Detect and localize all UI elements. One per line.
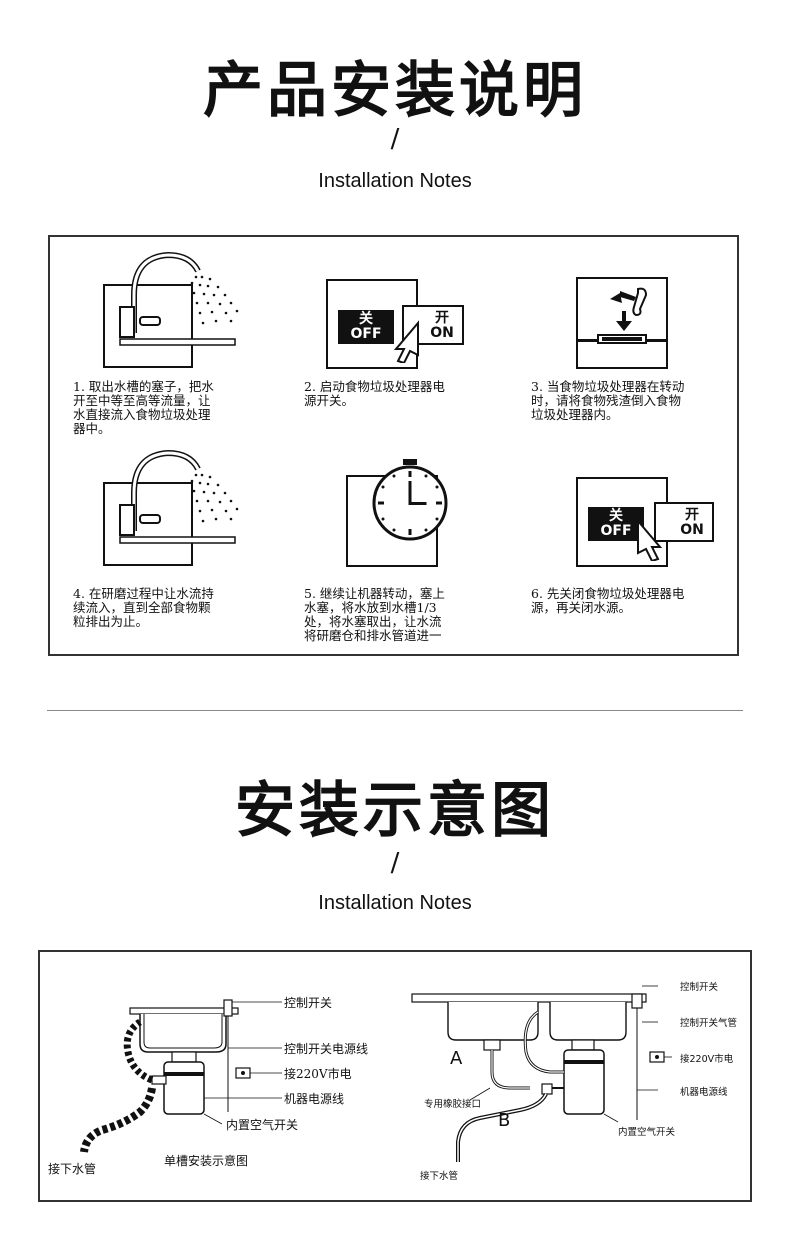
right-air-tube-label: 控制开关气管 xyxy=(680,1018,738,1029)
food-waste-icon xyxy=(576,287,668,344)
faucet-water-icon xyxy=(119,251,239,346)
hand-cursor-icon xyxy=(393,320,419,363)
marker-b: B xyxy=(498,1110,511,1131)
section-title: 安装示意图 xyxy=(235,776,555,846)
double-sink-diagram xyxy=(411,985,672,1162)
step-6-text: 6. 先关闭食物垃圾处理器电 源，再关闭水源。 xyxy=(531,586,685,615)
left-machine-power-label: 机器电源线 xyxy=(284,1092,345,1106)
section-divider xyxy=(47,710,743,711)
installation-diagram-panel: 控制开关 控制开关电源线 接220V市电 机器电源线 内置空气开关 接下水管 单… xyxy=(38,950,752,1202)
left-mains-label: 接220V市电 xyxy=(284,1067,352,1081)
single-sink-diagram xyxy=(80,999,282,1153)
clock-icon xyxy=(372,459,448,541)
title-slash: / xyxy=(390,124,400,154)
step-5-text: 5. 继续让机器转动，塞上 水塞，将水放到水槽1/3 处，将水塞取出，让水流 将… xyxy=(304,586,445,643)
left-switch-label: 控制开关 xyxy=(284,996,333,1010)
right-machine-power-label: 机器电源线 xyxy=(680,1087,728,1098)
section-slash: / xyxy=(390,848,400,878)
page-subtitle: Installation Notes xyxy=(318,170,472,192)
step1-icon-frame xyxy=(103,284,193,368)
faucet-water-icon-2 xyxy=(119,449,239,544)
hand-cursor-icon-2 xyxy=(637,518,663,561)
step-4-text: 4. 在研磨过程中让水流持 续流入，直到全部食物颗 粒排出为止。 xyxy=(73,586,214,629)
left-diagram-caption: 单槽安装示意图 xyxy=(164,1154,249,1168)
section-subtitle: Installation Notes xyxy=(318,892,472,914)
right-air-switch-label: 内置空气开关 xyxy=(618,1127,676,1138)
left-air-switch-label: 内置空气开关 xyxy=(226,1118,299,1132)
right-mains-label: 接220V市电 xyxy=(680,1054,734,1065)
left-switch-power-label: 控制开关电源线 xyxy=(284,1042,369,1056)
step-2-text: 2. 启动食物垃圾处理器电 源开关。 xyxy=(304,379,445,408)
step-3-text: 3. 当食物垃圾处理器在转动 时，请将食物残渣倒入食物 垃圾处理器内。 xyxy=(531,379,685,422)
step-1-text: 1. 取出水槽的塞子，把水 开至中等至高等流量，让 水直接流入食物垃圾处理 器中… xyxy=(73,379,214,436)
marker-a: A xyxy=(450,1048,463,1069)
page-title: 产品安装说明 xyxy=(203,56,587,126)
left-drain-label: 接下水管 xyxy=(48,1162,97,1176)
right-drain-label: 接下水管 xyxy=(420,1171,459,1182)
right-switch-label: 控制开关 xyxy=(680,982,719,993)
right-rubber-label: 专用橡胶接口 xyxy=(424,1099,482,1110)
